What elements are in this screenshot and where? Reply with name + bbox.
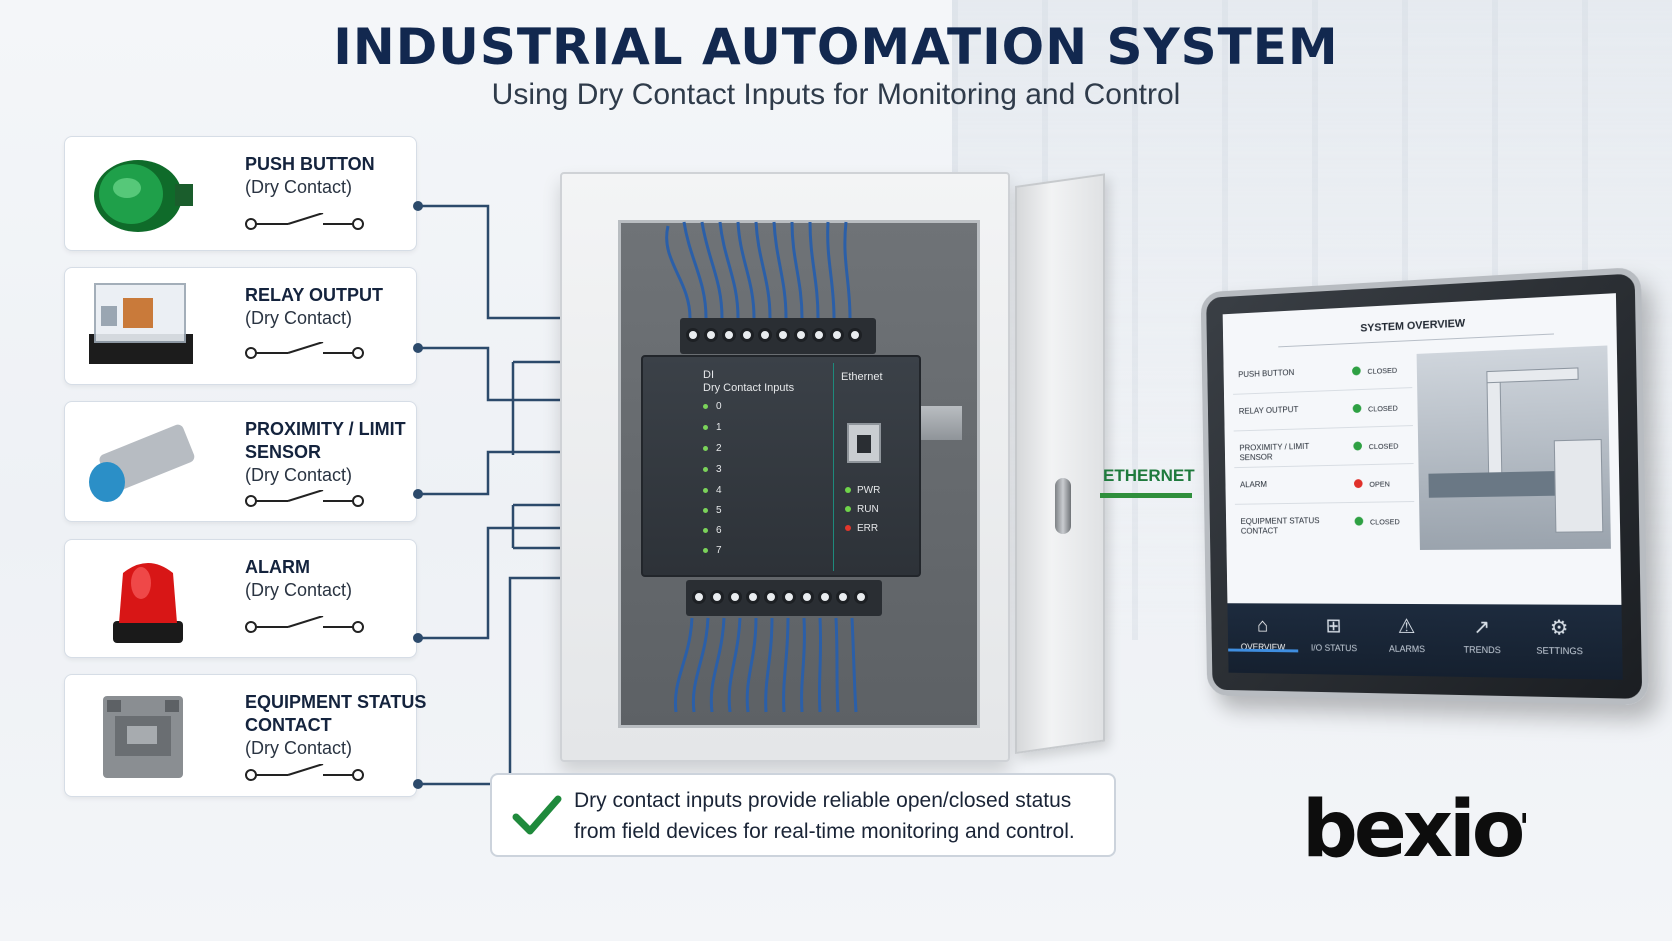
status-row[interactable]: PUSH BUTTON CLOSED [1232,352,1413,395]
dry-contact-symbol [245,213,364,230]
device-type: (Dry Contact) [245,738,353,758]
hmi-nav-bar: ⌂ OVERVIEW ⊞ I/O STATUS ⚠ ALARMS ↗ TREND… [1227,603,1623,680]
top-terminal-block [680,318,876,354]
device-name: ALARM [245,557,310,577]
device-card-relay-output: RELAY OUTPUT (Dry Contact) [64,267,417,385]
status-row[interactable]: PROXIMITY / LIMIT SENSOR CLOSED [1233,428,1414,469]
dry-contact-symbol [245,342,364,359]
input-channel: 1 [703,422,722,433]
input-channel: 3 [703,464,722,475]
bexiot-logo-mark: bexiot [1302,785,1561,875]
device-name: PUSH BUTTON [245,154,375,174]
relay-icon [89,283,193,364]
device-card-push-button: PUSH BUTTON (Dry Contact) [64,136,417,251]
push-button-icon [94,159,193,232]
status-row[interactable]: ALARM OPEN [1234,466,1415,505]
checkmark-icon [512,795,562,835]
nav-io-status[interactable]: ⊞ I/O STATUS [1298,613,1371,653]
status-row[interactable]: EQUIPMENT STATUS CONTACT CLOSED [1240,515,1400,536]
status-row[interactable]: RELAY OUTPUT CLOSED [1233,390,1413,432]
alarm-beacon-icon [113,562,183,643]
device-name: RELAY OUTPUT [245,285,384,305]
caption-line-2: from field devices for real-time monitor… [574,820,1075,843]
input-channel: 0 [703,401,722,412]
status-indicator [1353,441,1363,451]
device-name-line2: CONTACT [245,715,332,735]
nav-trends[interactable]: ↗ TRENDS [1444,614,1521,655]
device-name: EQUIPMENT STATUS [245,692,427,712]
dry-contact-symbol [245,764,364,781]
nav-alarms[interactable]: ⚠ ALARMS [1370,614,1445,655]
rj45-port[interactable] [847,423,881,463]
device-type: (Dry Contact) [245,177,353,197]
device-card-equipment-status: EQUIPMENT STATUS CONTACT (Dry Contact) [64,674,426,797]
cabinet-door[interactable] [1015,173,1105,754]
device-card-proximity-sensor: PROXIMITY / LIMIT SENSOR (Dry Contact) [64,401,417,522]
ethernet-link-line [1100,493,1192,498]
page-subtitle: Using Dry Contact Inputs for Monitoring … [491,78,1181,111]
grid-icon: ⊞ [1325,615,1342,638]
brand-logo: bexiot [1302,785,1561,875]
hmi-screen: SYSTEM OVERVIEW PUSH BUTTON CLOSED RELAY… [1222,293,1623,680]
dry-contact-symbol [245,616,364,633]
io-module: DI Dry Contact Inputs 0 1 2 3 4 5 6 7 Et… [641,355,921,577]
status-indicator [1354,516,1364,526]
device-card-alarm: ALARM (Dry Contact) [64,539,417,658]
status-indicator [1352,403,1362,414]
di-title: DI [703,369,714,381]
device-type: (Dry Contact) [245,580,353,600]
device-type: (Dry Contact) [245,465,353,485]
input-channel: 5 [703,505,722,516]
dry-contact-symbol [245,490,364,507]
machine-image [1416,345,1611,550]
device-name-line2: SENSOR [245,442,322,462]
status-indicator [1353,479,1363,489]
page-title: INDUSTRIAL AUTOMATION SYSTEM [333,18,1339,76]
di-subtitle: Dry Contact Inputs [703,382,795,394]
status-indicator [1352,366,1361,376]
device-name: PROXIMITY / LIMIT [245,419,406,439]
warning-icon: ⚠ [1397,615,1416,639]
caption-box: Dry contact inputs provide reliable open… [490,773,1116,857]
input-channel: 6 [703,525,722,536]
ethernet-link-label: ETHERNET [1103,466,1195,485]
contactor-icon [103,695,183,778]
ethernet-port-label: Ethernet [841,371,883,383]
proximity-sensor-icon [89,424,195,502]
hmi-screen-title: SYSTEM OVERVIEW [1360,317,1466,335]
input-channel: 2 [703,443,722,454]
home-icon: ⌂ [1256,614,1269,637]
di-header: DI Dry Contact Inputs [703,369,794,395]
input-channel: 4 [703,485,722,496]
nav-settings[interactable]: ⚙ SETTINGS [1520,615,1599,657]
gear-icon: ⚙ [1549,616,1569,640]
trend-icon: ↗ [1473,616,1491,639]
svg-text:bexiot: bexiot [1302,786,1526,868]
status-led-err: ERR [845,523,878,534]
door-handle[interactable] [1055,478,1071,534]
caption-line-1: Dry contact inputs provide reliable open… [574,789,1072,812]
status-led-pwr: PWR [845,485,880,496]
bottom-terminal-block [686,580,882,616]
device-type: (Dry Contact) [245,308,353,328]
status-led-run: RUN [845,504,879,515]
input-channel: 7 [703,545,722,556]
hmi-tablet: SYSTEM OVERVIEW PUSH BUTTON CLOSED RELAY… [1200,266,1649,706]
nav-overview[interactable]: ⌂ OVERVIEW [1228,613,1299,653]
